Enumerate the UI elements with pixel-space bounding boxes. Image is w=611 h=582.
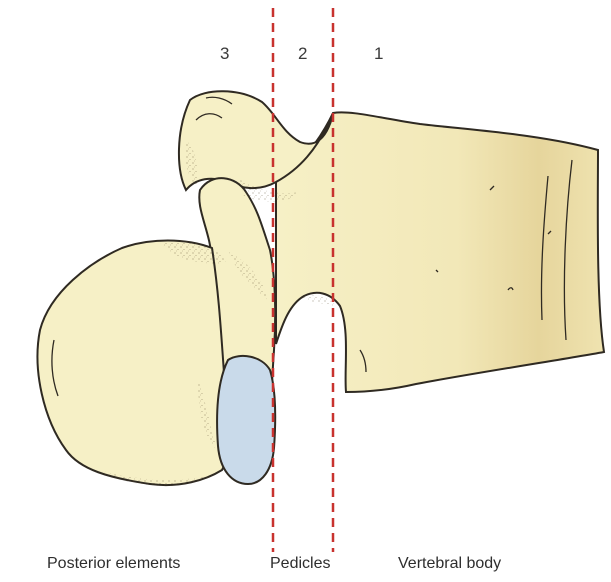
zone-number-1: 1 xyxy=(374,44,383,64)
inferior-facet-shape xyxy=(217,356,275,484)
spinous-process-shape xyxy=(38,241,228,486)
label-posterior-elements: Posterior elements xyxy=(47,555,180,573)
zone-number-2: 2 xyxy=(298,44,307,64)
label-vertebral-body: Vertebral body xyxy=(398,555,501,573)
vertebral-body-shape xyxy=(276,112,604,392)
label-pedicles: Pedicles xyxy=(270,555,330,573)
zone-number-3: 3 xyxy=(220,44,229,64)
